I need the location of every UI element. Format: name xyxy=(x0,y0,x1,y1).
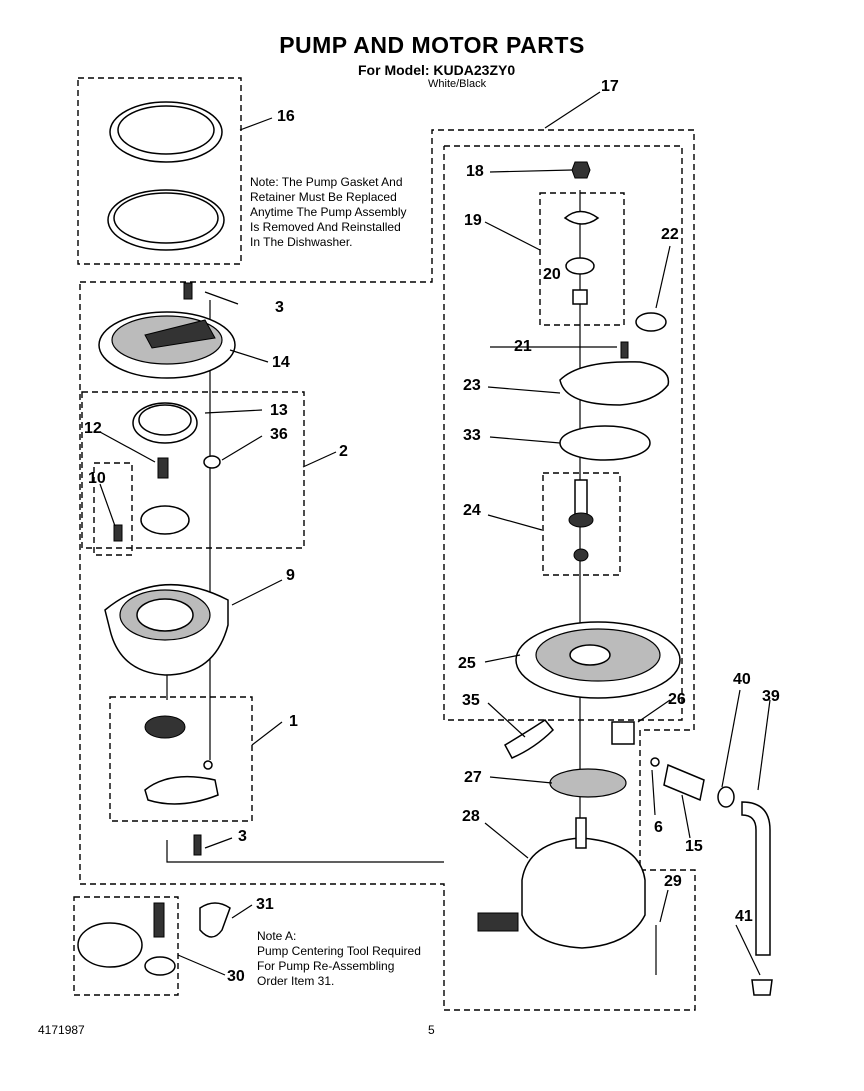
callout-25: 25 xyxy=(458,655,476,672)
color-label: White/Black xyxy=(428,78,487,90)
model-label: For Model: KUDA23ZY0 xyxy=(358,62,516,78)
part-41-cap xyxy=(751,979,773,996)
group-box-30 xyxy=(73,896,179,996)
part-12-screw xyxy=(157,457,169,479)
part-number-footer: 4171987 xyxy=(38,1023,85,1037)
part-30-gasket xyxy=(77,922,143,968)
callout-19: 19 xyxy=(464,212,482,229)
part-35-hose xyxy=(504,718,555,759)
group-box-motor xyxy=(443,145,683,721)
callout-21: 21 xyxy=(514,338,532,355)
callout-40: 40 xyxy=(733,671,751,688)
callout-30: 30 xyxy=(227,968,245,985)
callout-31: 31 xyxy=(256,896,274,913)
callout-35: 35 xyxy=(462,692,480,709)
callout-3-lower: 3 xyxy=(238,828,247,845)
callout-17: 17 xyxy=(601,78,619,95)
callout-15: 15 xyxy=(685,838,703,855)
callout-28: 28 xyxy=(462,808,480,825)
callout-3-upper: 3 xyxy=(275,299,284,316)
part-10-screw xyxy=(113,524,123,542)
part-36-seal xyxy=(203,455,221,469)
part-3-screw-lower xyxy=(193,834,202,856)
part-1-filter xyxy=(144,715,186,739)
part-1-housing xyxy=(144,775,219,805)
part-30-screw xyxy=(153,902,165,938)
callout-29: 29 xyxy=(664,873,682,890)
part-22-o-ring xyxy=(635,312,667,332)
callout-33: 33 xyxy=(463,427,481,444)
gasket-note: Note: The Pump Gasket And Retainer Must … xyxy=(250,175,407,249)
part-19-clip xyxy=(563,210,600,225)
part-30-o-ring xyxy=(144,956,176,976)
group-box-16 xyxy=(77,77,242,265)
part-impeller xyxy=(140,505,190,535)
part-39-hose xyxy=(741,801,771,956)
page-number: 5 xyxy=(428,1023,435,1037)
part-21-screw xyxy=(620,341,629,359)
group-box-19 xyxy=(539,192,625,326)
part-18-nut xyxy=(571,161,591,179)
group-box-2 xyxy=(81,391,305,549)
part-31-centering-tool xyxy=(199,902,231,938)
callout-1: 1 xyxy=(289,713,298,730)
callout-16: 16 xyxy=(277,108,295,125)
callout-39: 39 xyxy=(762,688,780,705)
part-40-clamp xyxy=(717,786,735,808)
callout-22: 22 xyxy=(661,226,679,243)
part-23-plate xyxy=(559,361,670,406)
callout-2: 2 xyxy=(339,443,348,460)
part-15-valve xyxy=(663,763,705,802)
callout-20: 20 xyxy=(543,266,561,283)
callout-36: 36 xyxy=(270,426,288,443)
part-26-bracket xyxy=(611,721,635,745)
callout-12: 12 xyxy=(84,420,102,437)
callout-13: 13 xyxy=(270,402,288,419)
callout-27: 27 xyxy=(464,769,482,786)
callout-10: 10 xyxy=(88,470,106,487)
part-20-spring xyxy=(565,257,595,275)
callout-26: 26 xyxy=(668,691,686,708)
callout-41: 41 xyxy=(735,908,753,925)
callout-6: 6 xyxy=(654,819,663,836)
part-6-washer xyxy=(650,757,660,767)
callout-18: 18 xyxy=(466,163,484,180)
note-a: Note A: Pump Centering Tool Required For… xyxy=(257,929,421,988)
callout-24: 24 xyxy=(463,502,481,519)
callout-23: 23 xyxy=(463,377,481,394)
page-title: PUMP AND MOTOR PARTS xyxy=(279,32,585,58)
callout-14: 14 xyxy=(272,354,290,371)
group-box-1 xyxy=(109,696,253,822)
part-27-disk xyxy=(549,768,627,798)
group-box-10 xyxy=(93,462,133,556)
callout-9: 9 xyxy=(286,567,295,584)
part-33-gasket xyxy=(559,425,651,461)
part-28-motor xyxy=(521,837,646,949)
